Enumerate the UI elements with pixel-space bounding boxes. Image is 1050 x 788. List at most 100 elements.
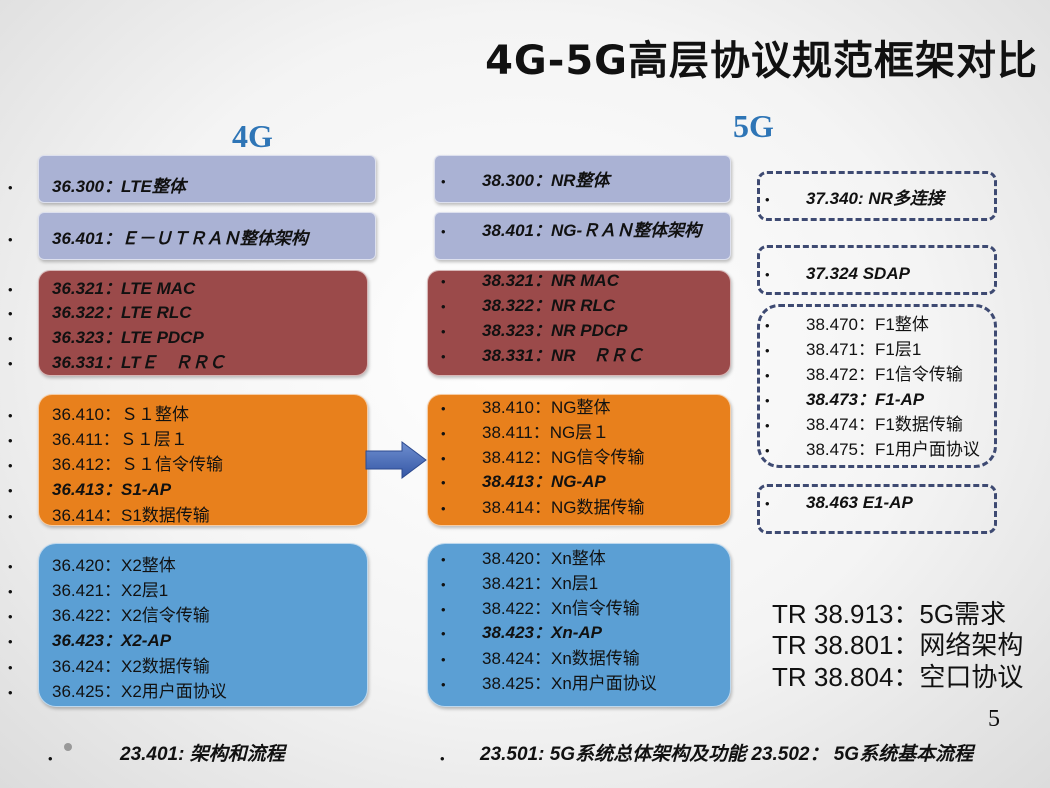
spec-item: 38.321：NR MAC [482, 271, 619, 290]
bullet: • [441, 401, 446, 416]
bullet: • [8, 483, 13, 498]
bullet: • [441, 299, 446, 314]
bullet: • [441, 324, 446, 339]
bullet: • [8, 433, 13, 448]
bullet: • [441, 174, 446, 189]
bullet: • [765, 496, 770, 511]
spec-item: 36.423：X2-AP [52, 631, 172, 650]
bullet: • [765, 368, 770, 383]
spec-item: 36.323：LTE PDCP [52, 328, 204, 347]
bullet: • [8, 509, 13, 524]
spec-item: 36.412：Ｓ１信令传输 [52, 455, 223, 474]
spec-item: 36.425：X2用户面协议 [52, 682, 227, 701]
bullet: • [8, 232, 13, 247]
spec-item: 36.421：X2层1 [52, 581, 169, 600]
bullet: • [8, 356, 13, 371]
bullet: • [8, 306, 13, 321]
bullet: • [441, 451, 446, 466]
bullet: • [441, 475, 446, 490]
bullet: • [8, 584, 13, 599]
bullet: • [8, 609, 13, 624]
bullet: • [8, 282, 13, 297]
spec-item: 38.423：Xn-AP [482, 623, 602, 642]
bullet: • [8, 634, 13, 649]
bullet: • [765, 418, 770, 433]
box-4g-x2 [38, 543, 368, 707]
bullet: • [8, 180, 13, 195]
spec-item: 38.411：NG层１ [482, 423, 610, 442]
spec-item: 38.475：F1用户面协议 [806, 440, 980, 459]
bullet: • [765, 343, 770, 358]
box-5g-xn [427, 543, 731, 707]
spec-item: 37.324 SDAP [806, 264, 910, 283]
page-title: 4G-5G高层协议规范框架对比 [485, 38, 1038, 84]
bullet: • [8, 685, 13, 700]
box-f1 [757, 304, 997, 468]
spec-item: 38.410：NG整体 [482, 398, 611, 417]
bullet: • [441, 552, 446, 567]
box-5g-ng [427, 394, 731, 526]
bullet: • [441, 274, 446, 289]
bullet: • [441, 577, 446, 592]
tr-line: TR 38.801：网络架构 [772, 630, 1024, 660]
spec-item: 38.425：Xn用户面协议 [482, 674, 657, 693]
spec-item: 36.420：X2整体 [52, 556, 176, 575]
bullet: • [8, 660, 13, 675]
spec-item: 38.473：F1-AP [806, 390, 925, 409]
box-5g-overall [434, 155, 731, 203]
bullet: • [441, 224, 446, 239]
spec-item: 36.331：LTＥ ＲＲＣ [52, 353, 226, 372]
bullet: • [8, 559, 13, 574]
footer-5g-spec: 23.501: 5G系统总体架构及功能 23.502： 5G系统基本流程 [480, 744, 974, 765]
decorative-dot [64, 743, 72, 751]
spec-item: 38.472：F1信令传输 [806, 365, 963, 384]
bullet: • [765, 443, 770, 458]
spec-item: 36.414：S1数据传输 [52, 506, 210, 525]
spec-item: 38.413：NG-AP [482, 472, 606, 491]
spec-item: 38.463 E1-AP [806, 493, 913, 512]
spec-item: 36.401：Ｅ－ＵＴＲＡＮ整体架构 [52, 229, 308, 248]
spec-item: 38.470：F1整体 [806, 315, 929, 334]
box-5g-l2-protocols [427, 270, 731, 376]
spec-item: 38.474：F1数据传输 [806, 415, 963, 434]
column-heading-4g: 4G [232, 118, 273, 154]
spec-item: 38.300：NR整体 [482, 171, 610, 190]
bullet: • [441, 349, 446, 364]
box-4g-s1 [38, 394, 368, 526]
spec-item: 38.414：NG数据传输 [482, 498, 645, 517]
bullet: • [441, 626, 446, 641]
spec-item: 36.322：LTE RLC [52, 303, 192, 322]
bullet: • [441, 677, 446, 692]
box-sdap [757, 245, 997, 295]
bullet: • [441, 501, 446, 516]
bullet: • [8, 331, 13, 346]
spec-item: 38.401：NG-ＲＡＮ整体架构 [482, 221, 702, 240]
spec-item: 38.471：F1层1 [806, 340, 922, 359]
spec-item: 36.413：S1-AP [52, 480, 172, 499]
spec-item: 36.300：LTE整体 [52, 177, 186, 196]
box-4g-overall [38, 155, 376, 203]
bullet: • [765, 393, 770, 408]
spec-item: 36.424：X2数据传输 [52, 657, 210, 676]
box-4g-l2-protocols [38, 270, 368, 376]
box-dual-connectivity [757, 171, 997, 221]
box-4g-architecture [38, 212, 376, 260]
spec-item: 36.422：X2信令传输 [52, 606, 210, 625]
tr-line: TR 38.913：5G需求 [772, 599, 1007, 629]
spec-item: 38.331：NR ＲＲＣ [482, 346, 644, 365]
bullet: • [8, 408, 13, 423]
footer-4g-spec: 23.401: 架构和流程 [120, 744, 285, 765]
tr-line: TR 38.804：空口协议 [772, 662, 1024, 692]
bullet: • [441, 652, 446, 667]
spec-item: 38.323：NR PDCP [482, 321, 628, 340]
bullet: • [440, 751, 445, 766]
spec-item: 38.412：NG信令传输 [482, 448, 645, 467]
bullet: • [48, 751, 53, 766]
spec-item: 38.322：NR RLC [482, 296, 616, 315]
spec-item: 36.411：Ｓ１层１ [52, 430, 188, 449]
spec-item: 36.321：LTE MAC [52, 279, 196, 298]
bullet: • [765, 267, 770, 282]
right-arrow-icon [365, 441, 427, 479]
spec-item: 38.424：Xn数据传输 [482, 649, 640, 668]
box-5g-architecture [434, 212, 731, 260]
